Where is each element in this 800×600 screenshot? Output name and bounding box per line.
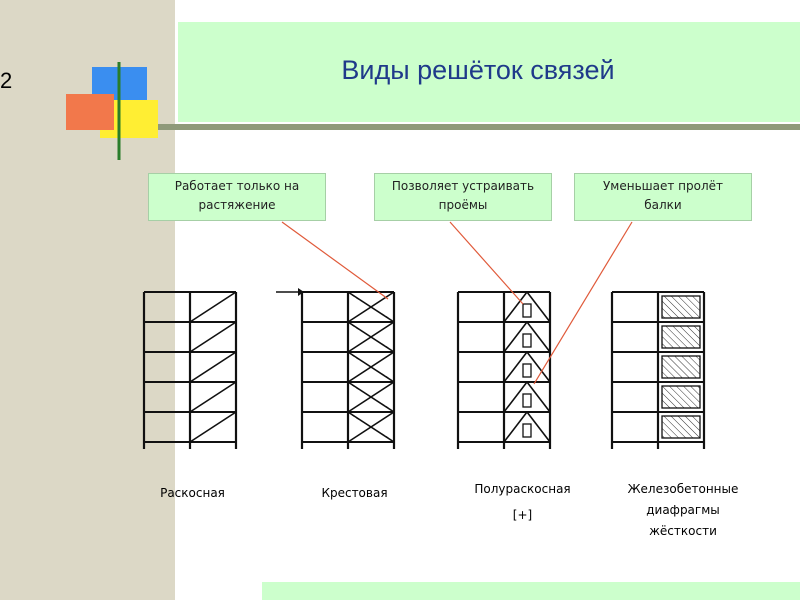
semi-brace [503, 411, 528, 443]
door-opening [522, 393, 532, 408]
slide-number: 2 [0, 68, 13, 93]
title-rule [92, 124, 800, 130]
callout-openings-line2: проёмы [438, 198, 488, 212]
diagonal-brace [189, 321, 237, 353]
callout-openings: Позволяет устраивать проёмы [374, 173, 552, 221]
callout-tension-line2: растяжение [198, 198, 276, 212]
leader-lines [281, 221, 633, 385]
cross-brace-dashed [351, 354, 391, 380]
label-rc-line1: Железобетонные [627, 482, 739, 496]
label-cross-bracing: Крестовая [292, 483, 417, 504]
load-arrow-head [298, 288, 304, 296]
semi-brace [526, 291, 551, 323]
cross-brace-dashed [351, 414, 391, 440]
callout-span-line2: балки [644, 198, 682, 212]
rc-diaphragm-panel [661, 385, 701, 409]
label-diagonal-line1: Раскосная [160, 486, 225, 500]
leader-line-1 [281, 221, 389, 300]
logo-orange-square [66, 94, 114, 130]
callout-tension-line1: Работает только на [174, 179, 300, 193]
semi-brace [526, 321, 551, 353]
frames-group [142, 288, 706, 449]
callout-tension: Работает только на растяжение [148, 173, 326, 221]
cross-brace-dashed [351, 384, 391, 410]
label-rc-line3: жёсткости [649, 524, 717, 538]
rc-diaphragm-panel [661, 415, 701, 439]
semi-brace [526, 381, 551, 413]
diagonal-brace [189, 381, 237, 413]
label-rc-line2: диафрагмы [646, 503, 720, 517]
label-rc-diaphragms: Железобетонные диафрагмы жёсткости [608, 479, 758, 542]
rc-diaphragm-panel [661, 295, 701, 319]
leader-line-3 [533, 221, 633, 385]
diagonal-brace [189, 291, 237, 323]
callout-span: Уменьшает пролёт балки [574, 173, 752, 221]
semi-brace [503, 381, 528, 413]
leader-line-2 [449, 221, 524, 305]
rc-diaphragm-panel [661, 325, 701, 349]
semi-brace [503, 321, 528, 353]
label-diagonal-bracing: Раскосная [130, 483, 255, 504]
title-band [178, 22, 800, 122]
semi-brace [526, 351, 551, 383]
semi-brace [526, 411, 551, 443]
door-opening [522, 333, 532, 348]
logo-icon [66, 62, 158, 160]
rc-diaphragm-panel [661, 355, 701, 379]
label-semi-line1: Полураскосная [474, 482, 571, 496]
label-cross-line1: Крестовая [321, 486, 388, 500]
label-semi-diagonal-bracing: Полураскосная [+] [450, 479, 595, 526]
bottom-band [262, 582, 800, 600]
slide-title: Виды решёток связей [341, 55, 615, 85]
door-opening [522, 423, 532, 438]
callout-span-line1: Уменьшает пролёт [602, 179, 724, 193]
semi-brace [503, 351, 528, 383]
label-semi-line2: [+] [512, 508, 533, 522]
door-opening [522, 303, 532, 318]
cross-brace-dashed [351, 324, 391, 350]
diagonal-brace [189, 351, 237, 383]
cross-brace-dashed [351, 294, 391, 320]
semi-brace [503, 291, 528, 323]
door-opening [522, 363, 532, 378]
callout-openings-line1: Позволяет устраивать [391, 179, 535, 193]
diagonal-brace [189, 411, 237, 443]
